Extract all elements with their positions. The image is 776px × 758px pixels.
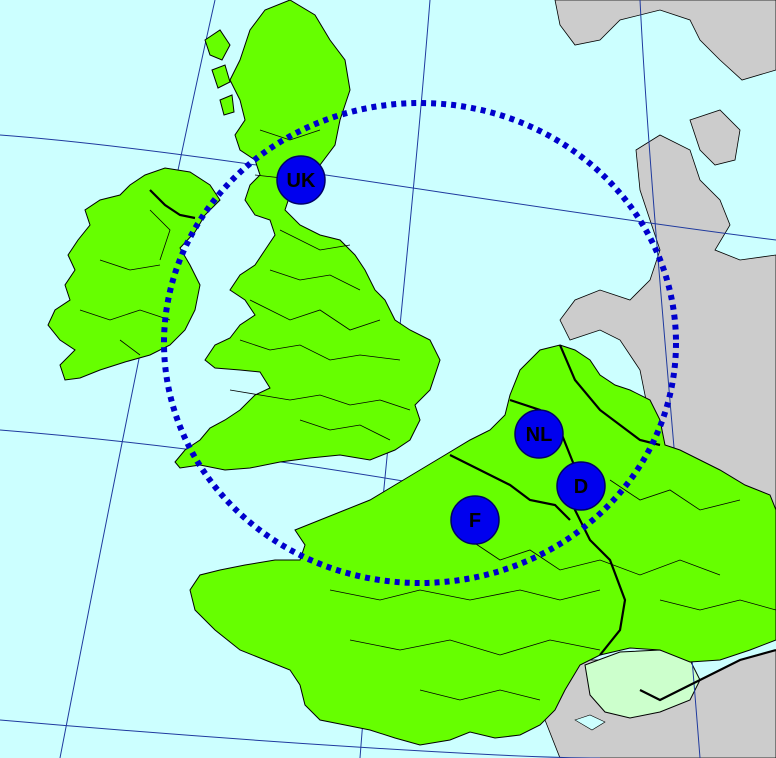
swiss-lake bbox=[574, 714, 606, 731]
marker-d-circle bbox=[556, 461, 606, 511]
marker-d-label: D bbox=[574, 476, 588, 498]
highlighted-land bbox=[47, 0, 776, 746]
marker-uk[interactable]: UK bbox=[276, 155, 326, 205]
marker-nl-label: NL bbox=[526, 424, 553, 446]
marker-f-circle bbox=[450, 495, 500, 545]
marker-uk-circle bbox=[276, 155, 326, 205]
marker-f[interactable]: F bbox=[450, 495, 500, 545]
marker-nl-circle bbox=[514, 409, 564, 459]
marker-d[interactable]: D bbox=[556, 461, 606, 511]
scottish-islands bbox=[204, 29, 235, 116]
region-boundaries bbox=[79, 129, 776, 701]
switzerland bbox=[584, 649, 701, 719]
continent bbox=[189, 344, 776, 746]
range-circle bbox=[161, 100, 679, 586]
marker-uk-label: UK bbox=[287, 170, 316, 192]
ireland bbox=[47, 167, 221, 381]
marker-nl[interactable]: NL bbox=[514, 409, 564, 459]
marker-f-label: F bbox=[469, 510, 481, 532]
